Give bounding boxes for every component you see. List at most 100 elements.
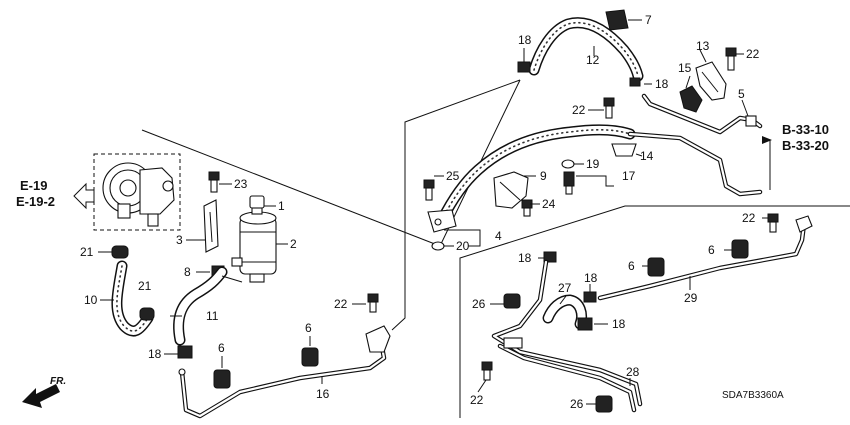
callout-21b[interactable]: 21	[138, 279, 152, 293]
pipe-to-rack[interactable]	[627, 131, 763, 197]
reference-label-b33-10[interactable]: B-33-10	[782, 122, 829, 137]
diagram-part-code: SDA7B3360A	[722, 390, 784, 401]
callout-13[interactable]: 13	[696, 39, 710, 53]
callout-7[interactable]: 7	[645, 13, 652, 27]
callout-22-upper-right[interactable]: 22	[746, 47, 760, 61]
washer-19[interactable]	[561, 159, 575, 169]
callout-16[interactable]: 16	[316, 387, 330, 401]
hose-clamp-13[interactable]	[695, 61, 727, 101]
callout-18-lower-left[interactable]: 18	[148, 347, 162, 361]
suction-hose-10[interactable]	[111, 260, 154, 337]
callout-19[interactable]: 19	[586, 157, 600, 171]
callout-15[interactable]: 15	[678, 61, 692, 75]
bolt-22-center[interactable]	[603, 97, 615, 119]
clamp-18-lower-left[interactable]	[177, 345, 193, 359]
pressure-hose-4[interactable]	[436, 124, 636, 226]
callout-24[interactable]: 24	[542, 197, 556, 211]
bolt-22-right[interactable]	[767, 213, 779, 233]
sensor-17[interactable]	[563, 171, 575, 195]
clamp-bracket-15[interactable]	[679, 85, 703, 113]
pressure-hose-4-pump-end[interactable]	[427, 209, 457, 233]
clamp-26-upper[interactable]	[503, 293, 521, 309]
callout-22-lower-left[interactable]: 22	[334, 297, 348, 311]
callout-21a[interactable]: 21	[80, 245, 94, 259]
clamp-18-right-b[interactable]	[583, 291, 597, 303]
callout-4[interactable]: 4	[495, 229, 502, 243]
callout-23[interactable]: 23	[234, 177, 248, 191]
clamp-26-lower[interactable]	[595, 395, 613, 413]
clamp-6-lower-b[interactable]	[301, 347, 319, 367]
bolt-23[interactable]	[208, 171, 220, 193]
reservoir-cap[interactable]	[249, 195, 265, 215]
callout-29[interactable]: 29	[684, 291, 698, 305]
hose-clamp-21b[interactable]	[139, 307, 155, 321]
pipe-28-union[interactable]	[503, 337, 523, 349]
callout-28[interactable]: 28	[626, 365, 640, 379]
return-hose-11[interactable]	[173, 266, 228, 346]
clamp-6-right-a[interactable]	[647, 257, 665, 277]
callout-26-upper[interactable]: 26	[472, 297, 486, 311]
washer-20[interactable]	[431, 241, 445, 251]
callout-12[interactable]: 12	[586, 53, 600, 67]
bolt-22-lower-left[interactable]	[367, 293, 379, 313]
callout-18-upper-right[interactable]: 18	[655, 77, 669, 91]
callout-22-right[interactable]: 22	[742, 211, 756, 225]
callout-6-right-b[interactable]: 6	[708, 243, 715, 257]
leader-line-b33	[761, 139, 771, 190]
callout-18-right-c[interactable]: 18	[612, 317, 626, 331]
pipe-5-fitting[interactable]	[745, 115, 757, 127]
callout-6-right-a[interactable]: 6	[628, 259, 635, 273]
reservoir-bracket[interactable]	[203, 199, 219, 253]
callout-6-lower-b[interactable]: 6	[305, 321, 312, 335]
bolt-22-upper-right[interactable]	[725, 47, 737, 71]
callout-18-right-a[interactable]: 18	[518, 251, 532, 265]
leader-line-left-bracket	[391, 79, 521, 331]
bolt-25[interactable]	[423, 179, 435, 201]
reference-label-e19[interactable]: E-19	[20, 178, 47, 193]
arrow-to-b33	[762, 136, 772, 144]
clamp-6-right-b[interactable]	[731, 239, 749, 259]
reference-label-b33-20[interactable]: B-33-20	[782, 138, 829, 153]
callout-2[interactable]: 2	[290, 237, 297, 251]
clamp-18-upper-left[interactable]	[517, 61, 531, 73]
bolt-24[interactable]	[521, 199, 533, 217]
clamp-18-right-a[interactable]	[543, 251, 557, 263]
pressure-switch-9[interactable]	[493, 171, 529, 209]
callout-5[interactable]: 5	[738, 87, 745, 101]
callout-10[interactable]: 10	[84, 293, 98, 307]
callout-22-center[interactable]: 22	[572, 103, 586, 117]
callout-6-lower-a[interactable]: 6	[218, 341, 225, 355]
callout-17[interactable]: 17	[622, 169, 636, 183]
reference-label-e19-2[interactable]: E-19-2	[16, 194, 55, 209]
callout-1[interactable]: 1	[278, 199, 285, 213]
power-steering-pump[interactable]	[93, 153, 181, 231]
callout-22-lower-right[interactable]: 22	[470, 393, 484, 407]
bolt-22-lower-right[interactable]	[481, 361, 493, 381]
pipe-16-upper-bracket[interactable]	[365, 325, 391, 353]
callout-18-upper-left[interactable]: 18	[518, 33, 532, 47]
callout-20[interactable]: 20	[456, 239, 470, 253]
return-hose-27[interactable]	[542, 294, 588, 330]
callout-26-lower[interactable]: 26	[570, 397, 584, 411]
callout-18-right-b[interactable]: 18	[584, 271, 598, 285]
clamp-14[interactable]	[611, 143, 637, 157]
clamp-18-right-c[interactable]	[577, 317, 593, 331]
pipe-16[interactable]	[179, 333, 387, 419]
clamp-7[interactable]	[605, 9, 629, 31]
clamp-18-upper-right[interactable]	[629, 77, 641, 87]
callout-27[interactable]: 27	[558, 281, 572, 295]
callout-25[interactable]: 25	[446, 169, 460, 183]
pipe-29-end[interactable]	[795, 215, 813, 233]
callout-14[interactable]: 14	[640, 149, 654, 163]
callout-8[interactable]: 8	[184, 265, 191, 279]
callout-11[interactable]: 11	[206, 309, 219, 323]
clamp-6-lower-a[interactable]	[213, 369, 231, 389]
callout-9[interactable]: 9	[540, 169, 547, 183]
pipe-16-end-fitting[interactable]	[178, 368, 186, 376]
callout-3[interactable]: 3	[176, 233, 183, 247]
reservoir-tank[interactable]	[231, 211, 277, 283]
return-hose-12[interactable]	[528, 17, 644, 82]
hose-clamp-21a[interactable]	[111, 245, 129, 259]
pipe-29[interactable]	[597, 221, 807, 301]
